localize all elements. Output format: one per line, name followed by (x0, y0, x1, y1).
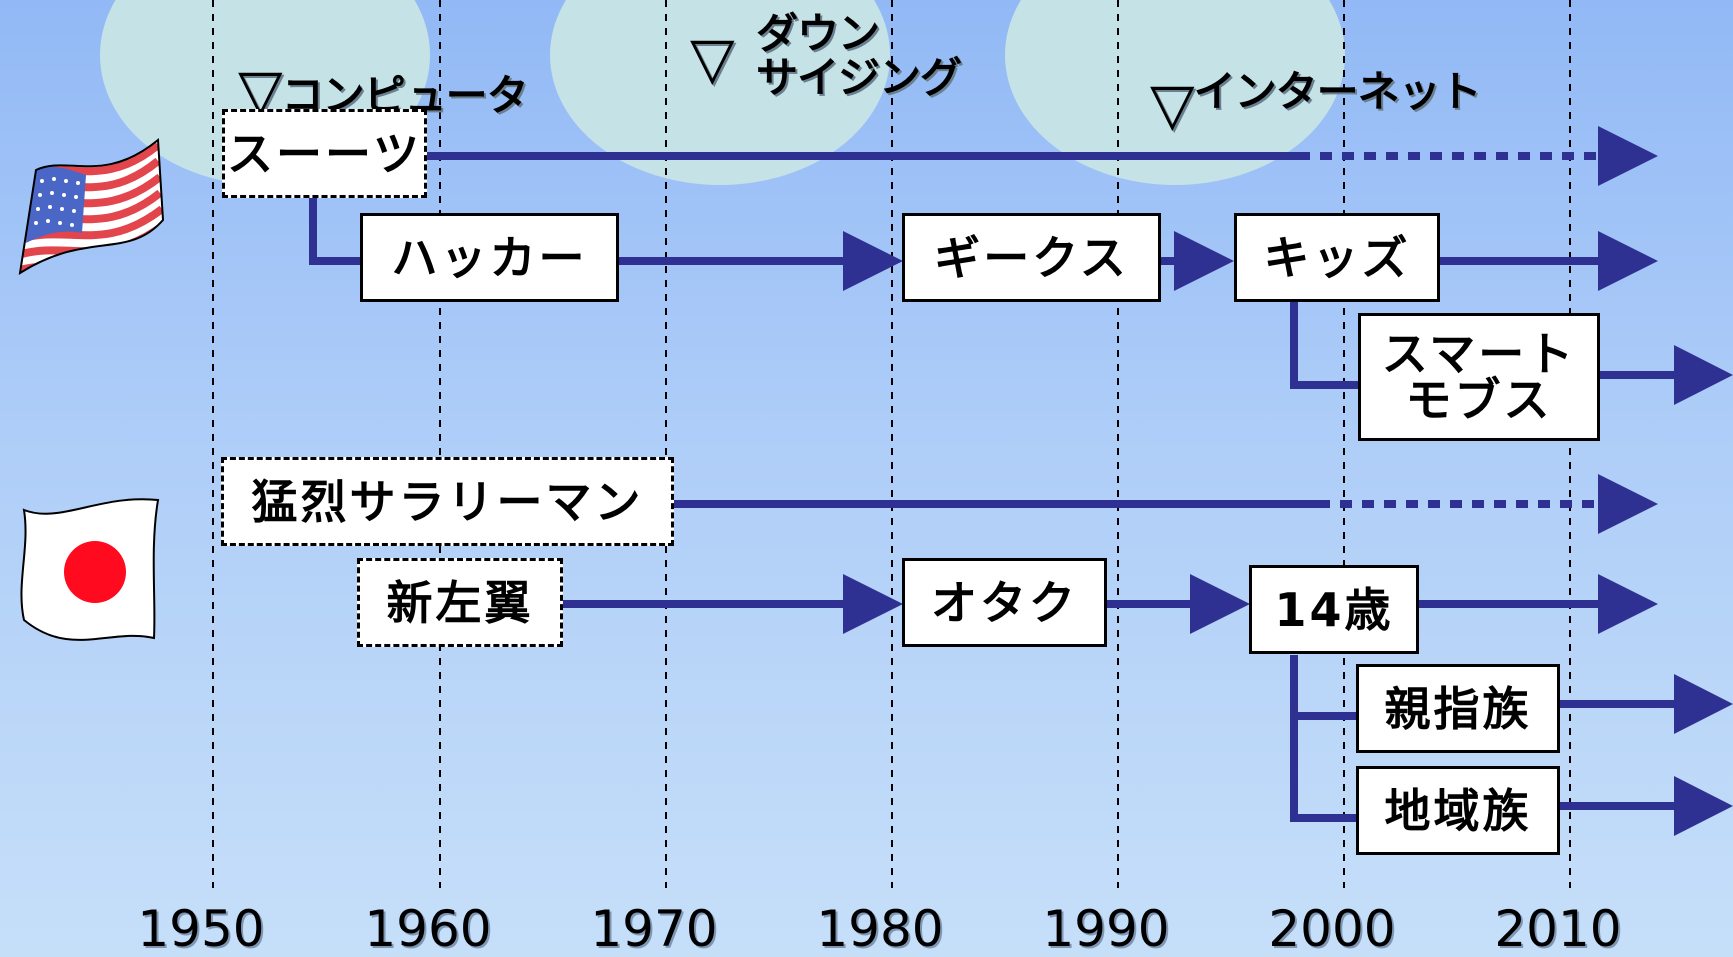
us-flag-icon (18, 137, 165, 275)
year-label-1950: 1950 (137, 900, 265, 957)
otaku-arrowhead (1190, 574, 1250, 634)
kids-to-smartmobs-connector (1290, 302, 1360, 389)
node-salaryman-label: 猛烈サラリーマン (251, 474, 644, 529)
node-new-left: 新左翼 (357, 558, 563, 647)
hackers-arrowhead (843, 231, 903, 291)
fourteen-to-tribes-connector (1290, 655, 1358, 822)
year-label-2000: 2000 (1268, 900, 1396, 957)
era-internet-text: インターネット (1193, 67, 1482, 117)
fourteen-arrowhead (1598, 574, 1658, 634)
thumb-tribe-arrowhead (1674, 674, 1733, 734)
node-smart-mobs-label: スマート モブス (1381, 327, 1577, 427)
era-marker-icon: ▽ (1150, 70, 1195, 139)
kids-arrowhead (1598, 231, 1658, 291)
year-label-1990: 1990 (1042, 900, 1170, 957)
node-thumb-tribe-label: 親指族 (1384, 681, 1532, 736)
node-hackers: ハッカー (360, 213, 619, 302)
node-geeks: ギークス (902, 213, 1161, 302)
salaryman-arrowhead (1598, 474, 1658, 534)
node-hackers-label: ハッカー (391, 230, 588, 285)
era-downsizing-label: ▽ ダウン サイジング (690, 9, 1010, 103)
local-tribe-arrowhead (1674, 776, 1733, 836)
node-suits-label: スーーツ (226, 126, 423, 181)
node-thumb-tribe: 親指族 (1356, 664, 1560, 753)
era-computer-label: ▽コンピュータ (238, 16, 529, 121)
node-fourteen: 14歳 (1249, 565, 1419, 654)
internet-era-cloud (1005, 0, 1345, 185)
arrow-heads (843, 126, 1733, 836)
node-kids-label: キッズ (1263, 230, 1411, 285)
suits-to-hackers-connector (309, 198, 363, 265)
geeks-arrowhead (1174, 231, 1234, 291)
node-geeks-label: ギークス (934, 230, 1129, 285)
node-local-tribe: 地域族 (1356, 766, 1560, 855)
node-fourteen-label: 14歳 (1274, 582, 1394, 637)
node-new-left-label: 新左翼 (386, 575, 534, 630)
era-marker-icon: ▽ (690, 24, 735, 92)
lineage-arrows (309, 152, 1678, 822)
node-suits: スーーツ (222, 109, 427, 198)
year-label-1960: 1960 (364, 900, 492, 957)
year-label-1980: 1980 (816, 900, 944, 957)
era-downsizing-text: ダウン サイジング (756, 9, 962, 103)
smartmobs-arrowhead (1674, 345, 1733, 405)
year-label-1970: 1970 (590, 900, 718, 957)
node-local-tribe-label: 地域族 (1384, 783, 1532, 838)
newleft-arrowhead (843, 574, 903, 634)
node-smart-mobs: スマート モブス (1358, 313, 1600, 441)
node-otaku-label: オタク (931, 575, 1078, 630)
node-otaku: オタク (902, 558, 1107, 647)
node-kids: キッズ (1234, 213, 1440, 302)
downsizing-era-cloud (550, 0, 890, 185)
era-internet-label: ▽インターネット (1150, 12, 1482, 135)
suits-arrowhead (1598, 126, 1658, 186)
year-label-2010: 2010 (1494, 900, 1622, 957)
node-salaryman: 猛烈サラリーマン (221, 457, 674, 546)
japan-flag-icon (20, 498, 160, 641)
